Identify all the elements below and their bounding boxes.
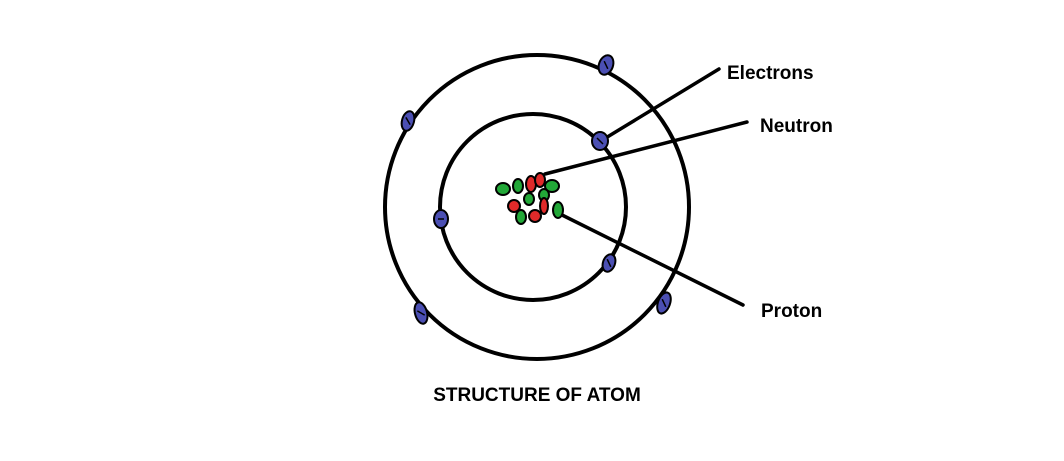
electron <box>433 209 449 229</box>
proton-leader-line <box>554 210 745 307</box>
proton-particle <box>534 172 546 188</box>
electron <box>656 291 672 315</box>
electron <box>591 131 609 151</box>
inner-orbit <box>438 112 628 302</box>
neutron-particle <box>512 178 524 194</box>
neutron-particle <box>495 182 511 196</box>
neutron-particle <box>544 179 560 193</box>
electron <box>601 253 617 273</box>
proton-label: Proton <box>761 301 822 322</box>
neutron-particle <box>552 201 564 219</box>
neutron-particle <box>523 192 535 206</box>
electrons-leader-line <box>602 67 721 141</box>
electron <box>413 301 429 325</box>
neutron-label: Neutron <box>760 116 833 137</box>
diagram-title: STRUCTURE OF ATOM <box>433 385 641 406</box>
electron <box>400 110 416 132</box>
neutron-leader-line <box>543 120 749 176</box>
electrons <box>400 54 672 325</box>
outer-orbit <box>383 53 691 361</box>
proton-particle <box>528 209 542 223</box>
nucleus <box>495 172 564 225</box>
proton-particle <box>507 199 521 213</box>
electron <box>597 54 615 76</box>
neutron-particle <box>515 209 527 225</box>
electrons-label: Electrons <box>727 63 814 84</box>
proton-particle <box>539 197 549 215</box>
